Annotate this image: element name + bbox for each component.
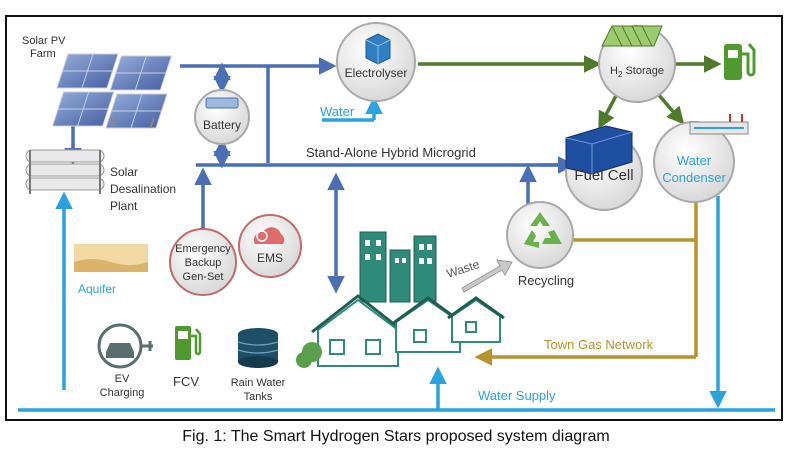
battery-node: Battery [194,89,250,145]
desalination-plant-icon [25,149,105,194]
fcv-label: FCV [173,374,199,389]
ems-label: EMS [257,251,283,265]
battery-label: Battery [203,118,241,132]
aquifer-label: Aquifer [78,282,116,296]
electrolyser-icon [365,33,391,65]
battery-icon [205,97,239,109]
recycle-icon [524,212,562,248]
condenser-unit-icon [689,114,749,135]
fuel-cell-label: Fuel Cell [574,167,633,184]
fuel-pump-icon [724,43,756,80]
solar-pv-farm-icon [51,53,173,129]
gas-lines [474,195,698,366]
electricity-lines [64,57,576,294]
figure-caption: Fig. 1: The Smart Hydrogen Stars propose… [182,428,610,445]
ems-node: EMS [238,214,302,278]
recycling-node: Recycling [506,201,574,288]
waste-arrow [461,259,513,293]
town-buildings-icon [359,231,437,303]
electrolyser-label: Electrolyser [345,66,408,80]
tree-icon [296,342,322,368]
fuel-cell-node: Fuel Cell [565,125,643,211]
water-supply-label: Water Supply [478,388,556,403]
fcv-pump-icon [175,326,202,360]
h2-storage-node: H2 Storage [598,25,676,103]
h2-storage-label: H2 Storage [610,65,664,79]
h2-container-icon [601,25,663,47]
electrolyser-node: Electrolyser [336,22,416,102]
ev-charging-icon [97,323,153,369]
town-gas-label: Town Gas Network [544,337,654,352]
recycling-label: Recycling [518,273,574,288]
microgrid-label: Stand-Alone Hybrid Microgrid [306,145,476,160]
fuel-cell-unit-icon [565,125,633,175]
aquifer-icon [74,244,148,272]
hydrogen-lines [418,55,722,130]
ems-cloud-icon [253,227,285,244]
rain-water-tank-icon [237,328,279,368]
water-input-label: Water [320,104,355,119]
